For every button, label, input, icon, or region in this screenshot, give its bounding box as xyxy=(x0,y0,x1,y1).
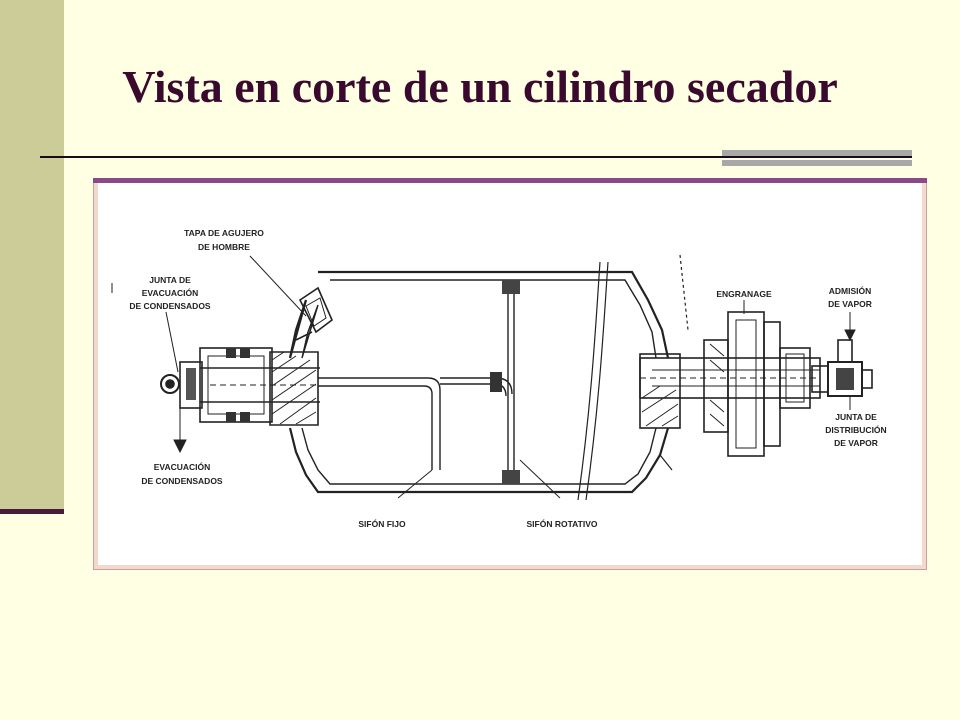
diagram-labels: TAPA DE AGUJERO DE HOMBRE JUNTA DE EVACU… xyxy=(129,228,886,529)
title-underline-accent xyxy=(722,150,912,156)
title-underline xyxy=(40,156,912,158)
label-tapa-line-2: DE HOMBRE xyxy=(198,242,250,252)
label-junta-evac-line-2: EVACUACIÓN xyxy=(142,287,199,298)
label-junta-dist-line-2: DISTRIBUCIÓN xyxy=(825,424,886,435)
label-evac-line-2: DE CONDENSADOS xyxy=(141,476,223,486)
left-journal-assembly xyxy=(160,347,320,423)
title-underline-accent-2 xyxy=(722,160,912,166)
label-junta-dist-line-3: DE VAPOR xyxy=(834,438,878,448)
right-head-hatch xyxy=(639,353,681,429)
diagram-frame-top-border xyxy=(93,178,927,183)
label-junta-evac-line-1: JUNTA DE xyxy=(149,275,191,285)
label-sifon-fijo: SIFÓN FIJO xyxy=(358,518,406,529)
label-junta-evac-line-3: DE CONDENSADOS xyxy=(129,301,211,311)
fixed-siphon xyxy=(318,377,441,470)
drum-shell xyxy=(288,270,670,494)
label-sifon-rotativo: SIFÓN ROTATIVO xyxy=(527,518,598,529)
right-journal-assembly xyxy=(639,311,873,457)
diagram-frame xyxy=(93,178,927,570)
left-accent-bar xyxy=(0,0,64,512)
left-head-hatch xyxy=(269,351,319,426)
slide-title: Vista en corte de un cilindro secador xyxy=(122,61,838,112)
section-break-lines xyxy=(577,254,689,501)
rotary-siphon xyxy=(440,280,520,484)
label-admision-line-2: DE VAPOR xyxy=(828,299,872,309)
left-accent-bar-foot xyxy=(0,509,64,514)
manhole-cover xyxy=(295,286,333,341)
label-admision-line-1: ADMISIÓN xyxy=(829,285,872,296)
leader-lines xyxy=(111,255,856,499)
label-junta-dist-line-1: JUNTA DE xyxy=(835,412,877,422)
label-tapa-line-1: TAPA DE AGUJERO xyxy=(184,228,264,238)
label-engranage: ENGRANAGE xyxy=(716,289,772,299)
label-evac-line-1: EVACUACIÓN xyxy=(154,461,211,472)
